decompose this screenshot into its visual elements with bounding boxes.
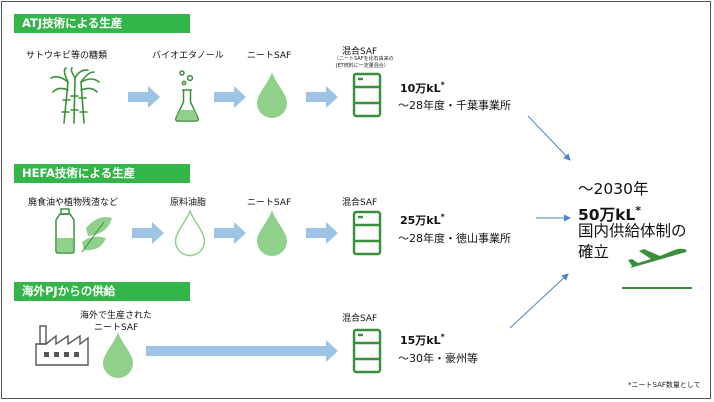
- connector-atj: [527, 115, 571, 161]
- hefa-stage1-label: 廃食油や植物残渣など: [28, 198, 119, 208]
- hefa-neat-saf-drop-icon: [257, 210, 287, 256]
- hefa-arrow-1: [132, 222, 164, 244]
- overseas-banner: 海外PJからの供給: [14, 282, 190, 301]
- summary-line4: 確立: [578, 243, 610, 261]
- atj-stage4-note-2: JET燃料に一定量混合）: [336, 63, 389, 69]
- overseas-drum-icon: [352, 328, 382, 374]
- outline-drop-icon: [174, 208, 206, 257]
- runway-line: [622, 287, 692, 289]
- atj-stage3-label: ニートSAF: [247, 51, 292, 61]
- hefa-stage4-label: 混合SAF: [342, 198, 378, 208]
- hefa-stage2-label: 原料油脂: [170, 198, 207, 208]
- summary-line2: 50万kL*: [578, 204, 642, 225]
- overseas-long-arrow: [146, 340, 338, 362]
- bottle-leaf-icon: [55, 208, 112, 254]
- atj-arrow-1: [128, 86, 160, 108]
- atj-banner: ATJ技術による生産: [14, 14, 190, 33]
- hefa-drum-icon: [352, 210, 382, 256]
- overseas-location: ～30年・豪州等: [398, 352, 478, 365]
- atj-arrow-3: [306, 86, 338, 108]
- overseas-stage4-label: 混合SAF: [342, 314, 378, 324]
- atj-location: ～28年度・千葉事業所: [398, 99, 511, 112]
- atj-neat-saf-drop-icon: [257, 72, 287, 118]
- hefa-banner: HEFA技術による生産: [14, 164, 190, 183]
- atj-drum-icon: [352, 72, 382, 118]
- atj-stage4-label: 混合SAF: [342, 47, 378, 57]
- summary-line3: 国内供給体制の: [578, 222, 687, 240]
- hefa-arrow-2: [214, 222, 246, 244]
- airplane-icon: [628, 248, 687, 268]
- hefa-arrow-3: [306, 222, 338, 244]
- flask-icon: [175, 70, 199, 122]
- atj-amount: 10万kL*: [400, 80, 445, 95]
- atj-stage4-note-1: （ニートSAFを化石由来の: [334, 56, 394, 62]
- overseas-stage1-label-1: 海外で生産された: [80, 311, 153, 321]
- overseas-stage1-label-2: ニートSAF: [94, 323, 139, 333]
- factory-icon: [35, 325, 89, 366]
- atj-arrow-2: [214, 86, 246, 108]
- atj-stage2-label: バイオエタノール: [152, 51, 224, 61]
- overseas-amount: 15万kL*: [400, 332, 445, 347]
- atj-stage1-label: サトウキビ等の糖類: [26, 51, 108, 61]
- sugarcane-icon: [50, 67, 100, 124]
- footnote: *ニートSAF数量として: [628, 381, 701, 389]
- hefa-amount: 25万kL*: [400, 212, 445, 227]
- hefa-location: ～28年度・徳山事業所: [398, 232, 511, 245]
- overseas-neat-saf-drop-icon: [103, 332, 133, 378]
- connector-overseas: [509, 273, 569, 329]
- summary-line1: ～2030年: [578, 180, 649, 198]
- hefa-stage3-label: ニートSAF: [247, 198, 292, 208]
